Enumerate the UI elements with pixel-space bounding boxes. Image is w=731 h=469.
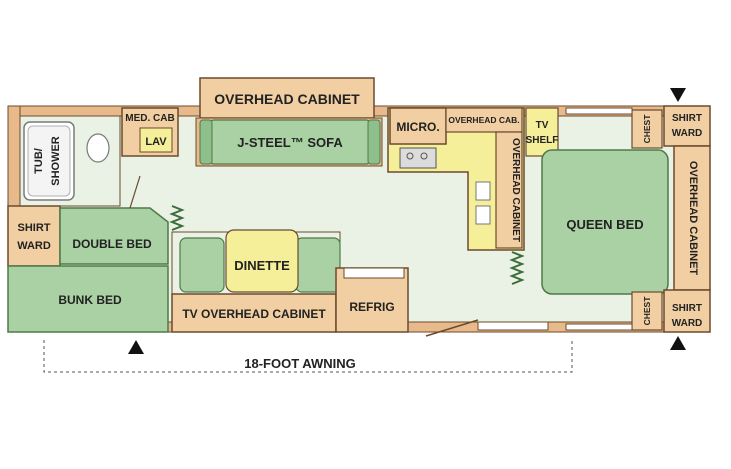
label-med-cab: MED. CAB [125,113,174,124]
label-sofa: J-STEEL™ SOFA [237,135,343,150]
label-refrig: REFRIG [349,300,394,314]
label-tv-shelf-1: TV [536,120,549,131]
label-overhead-cabinet-kitchen: OVERHEAD CABINET [510,138,521,242]
queen-bed [541,149,669,295]
micro [389,107,447,145]
chest-top [631,109,663,149]
label-shirt-ward-bottom-2: WARD [672,318,703,329]
label-dinette: DINETTE [234,258,290,273]
label-tv-overhead-cabinet: TV OVERHEAD CABINET [182,307,326,321]
dinette-table [225,229,299,293]
label-shirt-ward-top-2: WARD [672,128,703,139]
entry-door-icon [425,319,479,337]
label-overhead-cab-small: OVERHEAD CAB. [448,115,519,125]
sink-icon [475,181,491,201]
axle-marker-icon [670,336,686,350]
axle-marker-icon [670,88,686,102]
step-icon [509,251,525,285]
burner-icon [406,152,414,160]
toilet-icon [86,133,110,163]
overhead-cabinet-kitchen [495,131,523,249]
step-icon [169,205,185,231]
tv-shelf [525,107,559,157]
window-top [565,107,633,115]
burner-icon [420,152,428,160]
bath-door-icon [129,175,141,209]
shirt-ward-top [663,105,711,147]
axle-marker-icon [128,340,144,354]
awning-outline [43,340,573,373]
sofa-arm-right [367,119,381,165]
entry-step [477,321,549,331]
label-micro: MICRO. [396,120,439,134]
label-awning: 18-FOOT AWNING [244,356,355,371]
shirt-ward-left [7,205,61,267]
label-tv-shelf-2: SHELF [526,135,559,146]
overhead-cabinet-right [673,145,711,291]
stove-icon [399,147,437,169]
label-chest-top: CHEST [642,114,652,144]
dinette-bench-right [295,237,341,293]
label-shirt-ward-left-2: WARD [17,240,51,252]
refrig-top [343,267,405,279]
lav-sink [139,127,173,153]
label-bunk-bed: BUNK BED [58,293,122,307]
overhead-cab-small [445,107,523,133]
tub-inner [27,125,71,197]
sofa-arm-left [199,119,213,165]
shirt-ward-bottom [663,289,711,333]
label-overhead-cabinet-right: OVERHEAD CABINET [687,161,699,276]
refrig [335,267,409,333]
chest-bottom [631,291,663,331]
label-queen-bed: QUEEN BED [566,217,643,232]
label-shirt-ward-bottom-1: SHIRT [672,303,702,314]
dinette-bench-left [179,237,225,293]
label-double-bed: DOUBLE BED [72,237,152,251]
label-tub-1: TUB/ [33,148,45,174]
label-overhead-cabinet-top: OVERHEAD CABINET [214,91,360,107]
label-lav: LAV [145,136,167,148]
label-tub-2: SHOWER [50,136,62,186]
label-shirt-ward-left-1: SHIRT [18,222,51,234]
bunk-bed [7,265,169,333]
label-chest-bottom: CHEST [642,296,652,326]
sink-icon [475,205,491,225]
window-bottom [565,323,633,331]
label-shirt-ward-top-1: SHIRT [672,113,702,124]
double-bed [59,207,169,265]
